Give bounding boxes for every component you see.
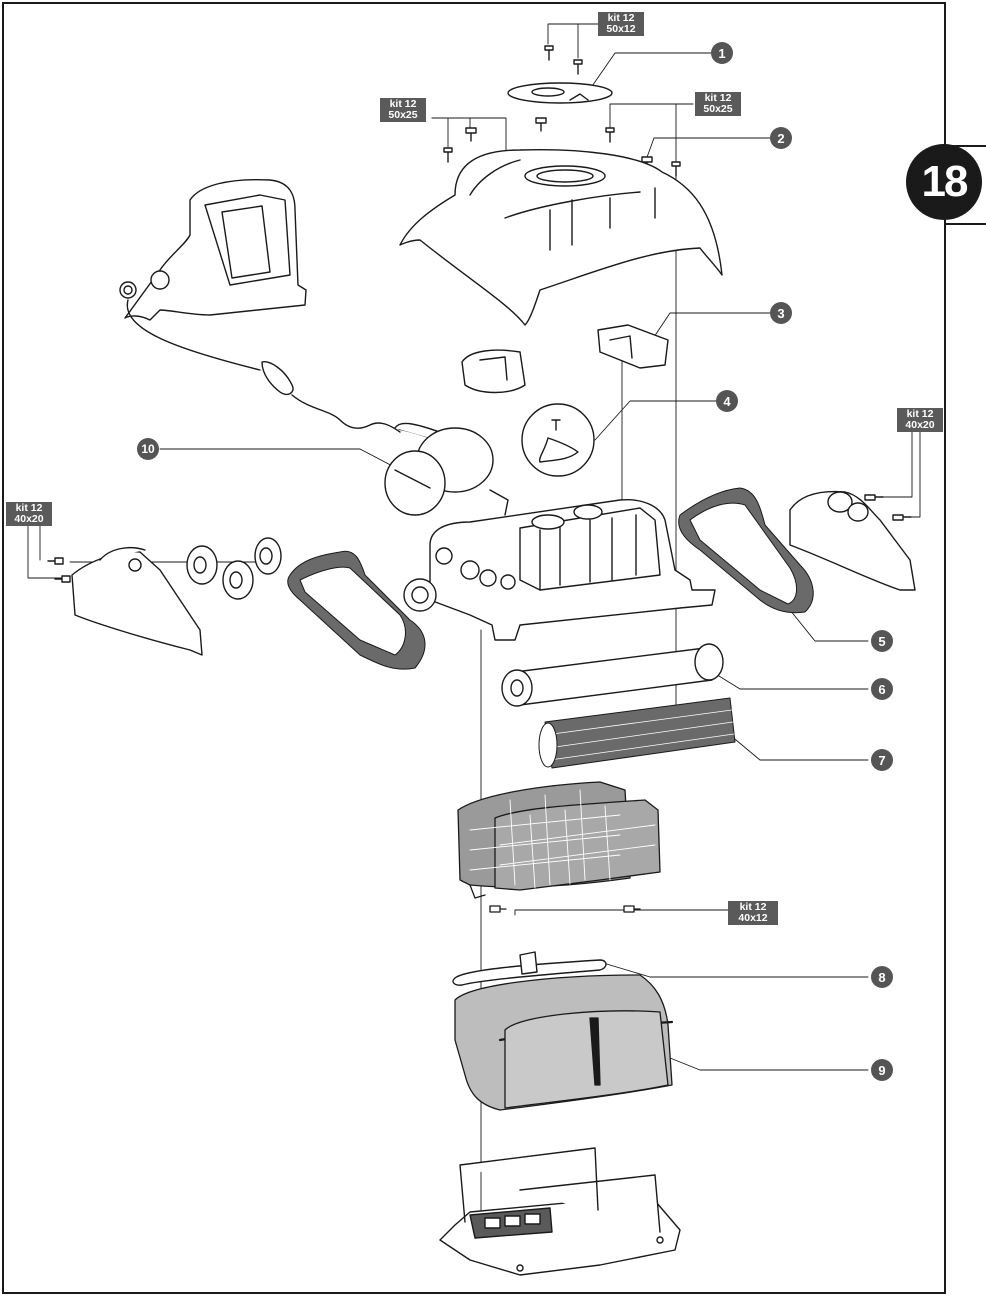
part-left-track xyxy=(288,551,425,669)
kit-label-50x12-top: kit 12 50x12 xyxy=(598,12,644,36)
part-chassis xyxy=(404,500,715,640)
part-impeller xyxy=(522,404,594,476)
callout-1: 1 xyxy=(711,42,733,64)
part-handle-housing xyxy=(120,180,306,320)
part-top-disc xyxy=(508,83,612,103)
kit-label-line2: 40x20 xyxy=(8,514,50,525)
callout-7: 7 xyxy=(871,749,893,771)
callout-10: 10 xyxy=(137,438,159,460)
kit-label-40x20-left: kit 12 40x20 xyxy=(6,502,52,526)
callout-5: 5 xyxy=(871,630,893,652)
callout-8: 8 xyxy=(871,966,893,988)
kit-label-40x12: kit 12 40x12 xyxy=(728,901,778,925)
part-left-side-panel xyxy=(48,548,202,655)
callout-4: 4 xyxy=(716,390,738,412)
part-motor-cover xyxy=(385,423,508,515)
callout-2: 2 xyxy=(770,127,792,149)
part-right-side-panel xyxy=(790,492,915,590)
callout-9: 9 xyxy=(871,1059,893,1081)
callout-6: 6 xyxy=(871,678,893,700)
callout-3: 3 xyxy=(770,302,792,324)
part-top-cover xyxy=(400,150,722,325)
kit-label-line2: 50x25 xyxy=(697,104,739,115)
kit-label-line2: 40x20 xyxy=(899,420,941,431)
kit-label-line2: 50x12 xyxy=(600,24,642,35)
part-left-wheels xyxy=(187,538,281,599)
part-brush xyxy=(539,698,735,768)
part-base-tray xyxy=(440,1148,680,1275)
kit-label-line2: 40x12 xyxy=(730,913,776,924)
part-filter-bag xyxy=(455,975,672,1110)
part-filter-screens xyxy=(458,782,660,912)
part-clip-block xyxy=(462,325,668,393)
kit-label-50x25-left: kit 12 50x25 xyxy=(380,98,426,122)
kit-label-50x25-right: kit 12 50x25 xyxy=(695,92,741,116)
part-roller xyxy=(502,644,723,706)
kit-label-line2: 50x25 xyxy=(382,110,424,121)
kit-label-40x20-right: kit 12 40x20 xyxy=(897,408,943,432)
